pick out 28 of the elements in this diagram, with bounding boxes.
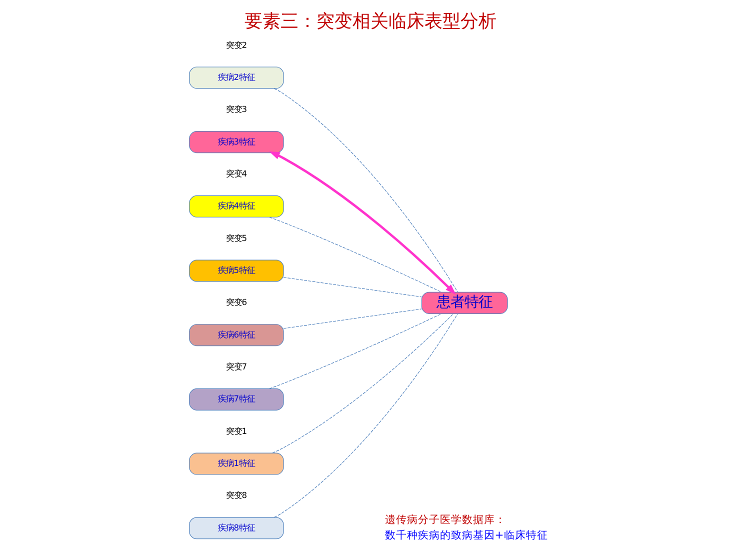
node-box: 疾病1特征 (188, 452, 284, 475)
node-label: 突变2 (225, 40, 247, 50)
node-box: 疾病2特征 (188, 66, 284, 89)
diagram-title: 要素三：突变相关临床表型分析 (244, 11, 496, 32)
connector (268, 216, 442, 292)
node-label: 突变1 (225, 426, 247, 436)
node-box: 疾病7特征 (188, 388, 284, 410)
node-box: 疾病4特征 (188, 195, 284, 218)
node-label: 突变7 (225, 361, 247, 372)
node-box: 疾病5特征 (188, 260, 284, 282)
node-label: 突变6 (225, 297, 247, 308)
node-label: 突变5 (225, 232, 247, 243)
connector (268, 313, 442, 389)
node-label: 突变3 (225, 104, 247, 114)
label: 遗传病分子医学数据库： (384, 513, 506, 526)
label: 数千种疾病的致病基因+临床特征 (384, 528, 548, 542)
connector (282, 308, 422, 329)
node-box: 疾病8特征 (188, 517, 284, 540)
connector (273, 314, 458, 518)
connector (272, 313, 454, 454)
connector (282, 277, 422, 298)
node-label: 突变4 (225, 168, 247, 178)
arrow (268, 151, 456, 295)
node-box: 疾病3特征 (188, 131, 284, 154)
connector (273, 88, 458, 292)
node-box: 患者特征 (420, 292, 508, 314)
node-box: 疾病6特征 (188, 324, 284, 346)
node-label: 突变8 (225, 490, 247, 500)
